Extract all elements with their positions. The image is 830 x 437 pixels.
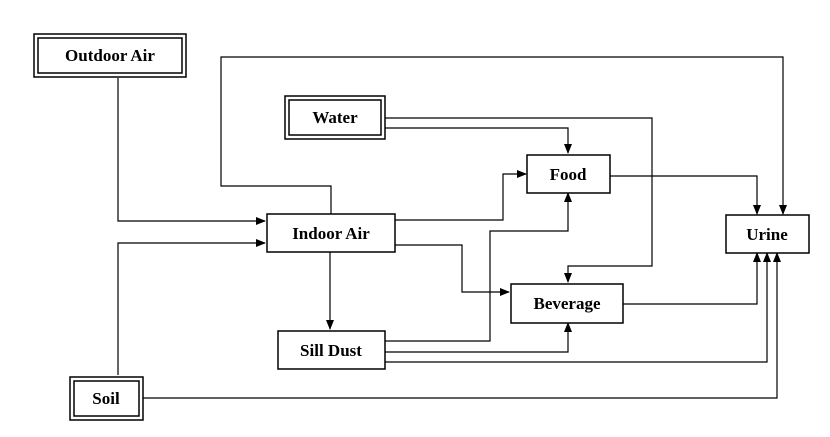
node-food-label: Food: [550, 165, 587, 184]
edges: [117, 56, 787, 399]
edge-sill-dust-to-food: [385, 192, 572, 342]
node-beverage-label: Beverage: [533, 294, 600, 313]
edge-outdoor-air-to-indoor-air: [117, 78, 266, 225]
node-sill-dust-label: Sill Dust: [300, 341, 362, 360]
edge-indoor-air-to-food: [395, 170, 527, 221]
edge-food-to-urine: [610, 175, 761, 215]
node-indoor-air: Indoor Air: [266, 213, 396, 253]
edge-soil-to-indoor-air: [117, 239, 266, 375]
edge-water-to-beverage: [385, 117, 653, 283]
node-urine-label: Urine: [746, 225, 788, 244]
node-water-label: Water: [312, 108, 358, 127]
node-soil-label: Soil: [92, 389, 120, 408]
edge-sill-dust-to-beverage: [385, 322, 572, 353]
edge-water-to-food: [385, 127, 572, 154]
node-food: Food: [526, 154, 611, 194]
edge-indoor-air-to-beverage: [395, 244, 510, 296]
edge-beverage-to-urine: [623, 252, 761, 305]
edge-soil-to-urine: [143, 252, 781, 399]
node-outdoor-air: Outdoor Air: [33, 33, 187, 78]
node-water: Water: [284, 95, 386, 140]
node-indoor-air-label: Indoor Air: [292, 224, 370, 243]
node-outdoor-air-label: Outdoor Air: [65, 46, 155, 65]
node-beverage: Beverage: [510, 283, 624, 324]
edge-sill-dust-to-urine: [385, 252, 771, 363]
node-soil: Soil: [69, 376, 144, 421]
edge-indoor-air-to-urine: [220, 56, 787, 215]
node-urine: Urine: [725, 214, 810, 254]
node-sill-dust: Sill Dust: [277, 330, 386, 370]
